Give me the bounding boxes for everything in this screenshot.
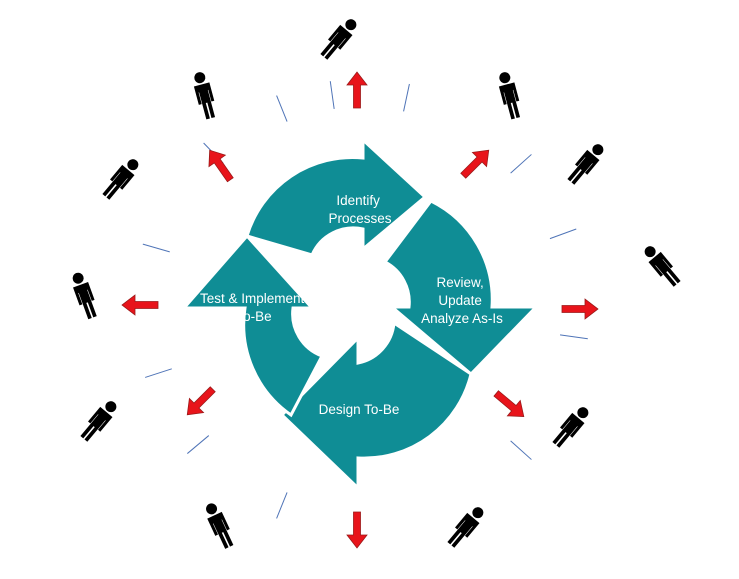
radial-ray [510, 440, 532, 460]
person-icon [567, 144, 604, 185]
person-icon [72, 272, 97, 320]
stage-label-line: Update [438, 293, 482, 308]
red-arrow-icon [208, 149, 234, 183]
person-icon [552, 407, 589, 448]
person-icon [498, 72, 521, 120]
red-arrow-icon [561, 298, 599, 320]
stage-label-line: Design To-Be [319, 402, 400, 417]
radial-ray [549, 228, 577, 240]
person-icon [80, 401, 117, 442]
person-icon [644, 246, 681, 287]
stage-label-line: Test & Implement [200, 291, 305, 306]
cycle-segment-review [382, 199, 540, 377]
radial-ray [187, 435, 210, 454]
radial-ray [142, 243, 170, 253]
cycle-segment-design [279, 320, 473, 492]
person-icon [102, 159, 139, 200]
red-arrow-icon [493, 390, 525, 417]
person-icon [206, 503, 234, 549]
radial-ray [276, 492, 288, 519]
radial-ray [510, 154, 532, 174]
stage-label-review: Review, Update Analyze As-Is [421, 275, 503, 326]
radial-ray [559, 334, 588, 340]
stage-label-test: Test & Implement To-Be [200, 291, 308, 324]
red-arrow-icon [186, 386, 216, 416]
stage-label-line: Processes [328, 211, 391, 226]
person-icon [193, 72, 216, 120]
radial-ray [403, 83, 410, 112]
cycle-segment-identify [245, 136, 428, 257]
stage-label-line: To-Be [236, 309, 271, 324]
cycle-segment-test [180, 233, 325, 418]
radial-ray [329, 81, 335, 110]
stage-label-identify: Identify Processes [328, 193, 391, 226]
cycle-ring: Identify Processes Review, Update Analyz… [180, 136, 540, 492]
red-arrow-icon [346, 71, 368, 109]
stage-label-line: Identify [336, 193, 380, 208]
outward-arrows [121, 71, 599, 549]
stage-label-line: Analyze As-Is [421, 311, 503, 326]
red-arrow-icon [346, 511, 368, 549]
red-arrow-icon [460, 149, 490, 179]
radial-ray [145, 368, 172, 378]
stage-label-line: Review, [436, 275, 483, 290]
person-icon [447, 507, 484, 548]
radial-ray [276, 95, 288, 122]
red-arrow-icon [121, 294, 159, 316]
stakeholder-figures [72, 19, 681, 549]
stage-label-design: Design To-Be [319, 402, 400, 417]
person-icon [320, 19, 357, 60]
